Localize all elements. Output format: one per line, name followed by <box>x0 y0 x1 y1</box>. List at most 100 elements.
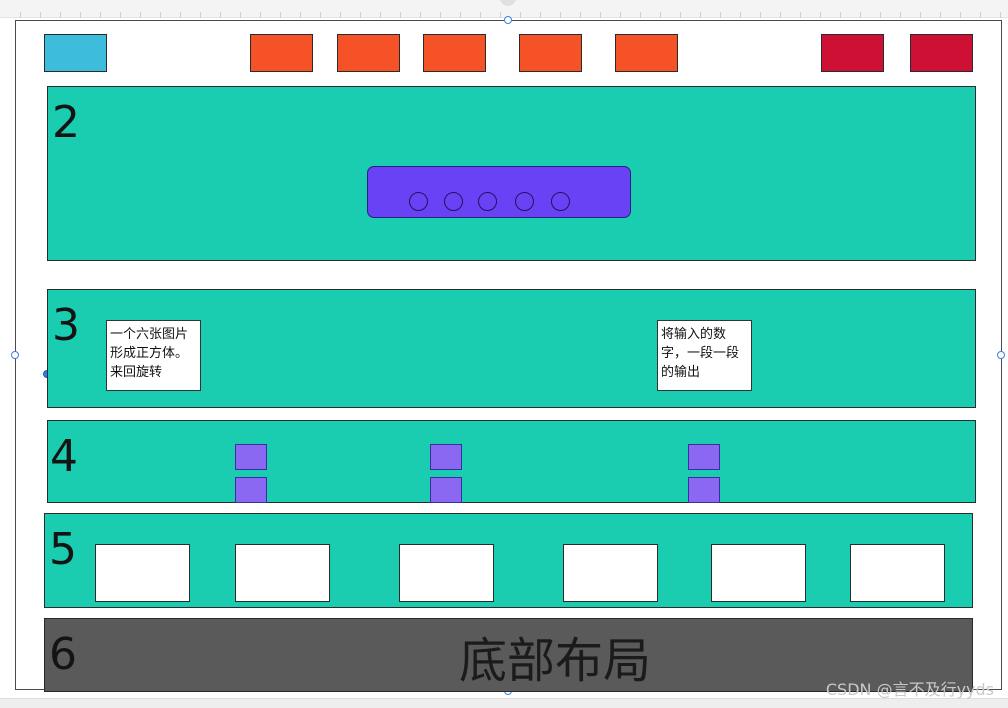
ruler-tick <box>800 12 801 18</box>
carousel-dot-1 <box>409 192 428 211</box>
tile-b-bottom <box>430 477 462 503</box>
section-6-footer: 6 底部布局 <box>44 618 973 692</box>
carousel-dot-4 <box>515 192 534 211</box>
rotate-handle[interactable] <box>500 0 516 6</box>
tile-b-top <box>430 444 462 470</box>
nav-block-1 <box>250 34 313 72</box>
section-3: 3 <box>47 289 976 408</box>
carousel-dot-5 <box>551 192 570 211</box>
section-2-label: 2 <box>52 97 80 148</box>
ruler-tick <box>80 12 81 18</box>
ruler-tick <box>360 12 361 18</box>
tile-c-bottom <box>688 477 720 503</box>
ruler-tick <box>120 12 121 18</box>
ruler-tick <box>860 12 861 18</box>
tile-a-bottom <box>235 477 267 503</box>
ruler-tick <box>400 12 401 18</box>
ruler-tick <box>440 12 441 18</box>
card-6 <box>850 544 945 602</box>
carousel-dot-2 <box>444 192 463 211</box>
nav-block-3 <box>423 34 486 72</box>
bottom-strip <box>0 698 1008 708</box>
note-cube: 一个六张图片 形成正方体。 来回旋转 <box>106 320 201 391</box>
note-counter-line-2: 字，一段一段 <box>661 346 740 361</box>
card-2 <box>235 544 330 602</box>
resize-handle-left[interactable] <box>11 351 19 359</box>
note-counter-line-1: 将输入的数 <box>661 327 727 342</box>
carousel-bar <box>367 166 631 218</box>
nav-block-2 <box>337 34 400 72</box>
ruler-tick <box>920 12 921 18</box>
ruler-tick <box>160 12 161 18</box>
action-block-1 <box>821 34 884 72</box>
section-5-label: 5 <box>49 524 77 575</box>
ruler-tick <box>20 12 21 18</box>
ruler-tick <box>200 12 201 18</box>
carousel-dot-3 <box>478 192 497 211</box>
ruler-tick <box>380 12 381 18</box>
note-cube-line-1: 一个六张图片 <box>110 327 189 342</box>
watermark: CSDN @言不及行yyds <box>825 680 994 699</box>
nav-block-5 <box>615 34 678 72</box>
ruler-tick <box>960 12 961 18</box>
ruler-tick <box>600 12 601 18</box>
ruler-tick <box>320 12 321 18</box>
ruler-tick <box>100 12 101 18</box>
card-3 <box>399 544 494 602</box>
ruler-tick <box>880 12 881 18</box>
nav-block-4 <box>519 34 582 72</box>
ruler-tick <box>740 12 741 18</box>
ruler-tick <box>560 12 561 18</box>
ruler-tick <box>140 12 141 18</box>
ruler-tick <box>640 12 641 18</box>
ruler-tick <box>580 12 581 18</box>
note-cube-line-2: 形成正方体。 <box>110 346 189 361</box>
ruler-tick <box>780 12 781 18</box>
section-5: 5 <box>44 513 973 608</box>
note-cube-line-3: 来回旋转 <box>110 365 163 380</box>
ruler-tick <box>760 12 761 18</box>
ruler-tick <box>820 12 821 18</box>
ruler-tick <box>940 12 941 18</box>
resize-handle-right[interactable] <box>997 351 1005 359</box>
resize-handle-top[interactable] <box>504 16 512 24</box>
ruler-tick <box>840 12 841 18</box>
ruler-tick <box>680 12 681 18</box>
ruler-tick <box>280 12 281 18</box>
tile-a-top <box>235 444 267 470</box>
ruler-tick <box>180 12 181 18</box>
ruler-tick <box>620 12 621 18</box>
note-counter-line-3: 的输出 <box>661 365 701 380</box>
ruler-tick <box>300 12 301 18</box>
ruler-tick <box>480 12 481 18</box>
ruler-tick <box>700 12 701 18</box>
ruler-tick <box>1000 12 1001 18</box>
ruler-tick <box>720 12 721 18</box>
ruler-tick <box>260 12 261 18</box>
section-4: 4 <box>47 420 976 503</box>
ruler-tick <box>60 12 61 18</box>
section-3-label: 3 <box>52 300 80 351</box>
ruler-tick <box>900 12 901 18</box>
footer-label: 底部布局 <box>458 633 651 689</box>
ruler-tick <box>340 12 341 18</box>
tile-c-top <box>688 444 720 470</box>
ruler-tick <box>540 12 541 18</box>
ruler-tick <box>220 12 221 18</box>
card-5 <box>711 544 806 602</box>
ruler-tick <box>460 12 461 18</box>
card-1 <box>95 544 190 602</box>
ruler-tick <box>40 12 41 18</box>
ruler-tick <box>500 12 501 18</box>
section-4-label: 4 <box>50 431 78 482</box>
note-counter: 将输入的数 字，一段一段 的输出 <box>657 320 752 391</box>
logo-block <box>44 34 107 72</box>
ruler-tick <box>520 12 521 18</box>
ruler-tick <box>240 12 241 18</box>
card-4 <box>563 544 658 602</box>
ruler-tick <box>660 12 661 18</box>
section-6-label: 6 <box>49 629 77 680</box>
ruler-tick <box>980 12 981 18</box>
action-block-2 <box>910 34 973 72</box>
ruler-tick <box>420 12 421 18</box>
